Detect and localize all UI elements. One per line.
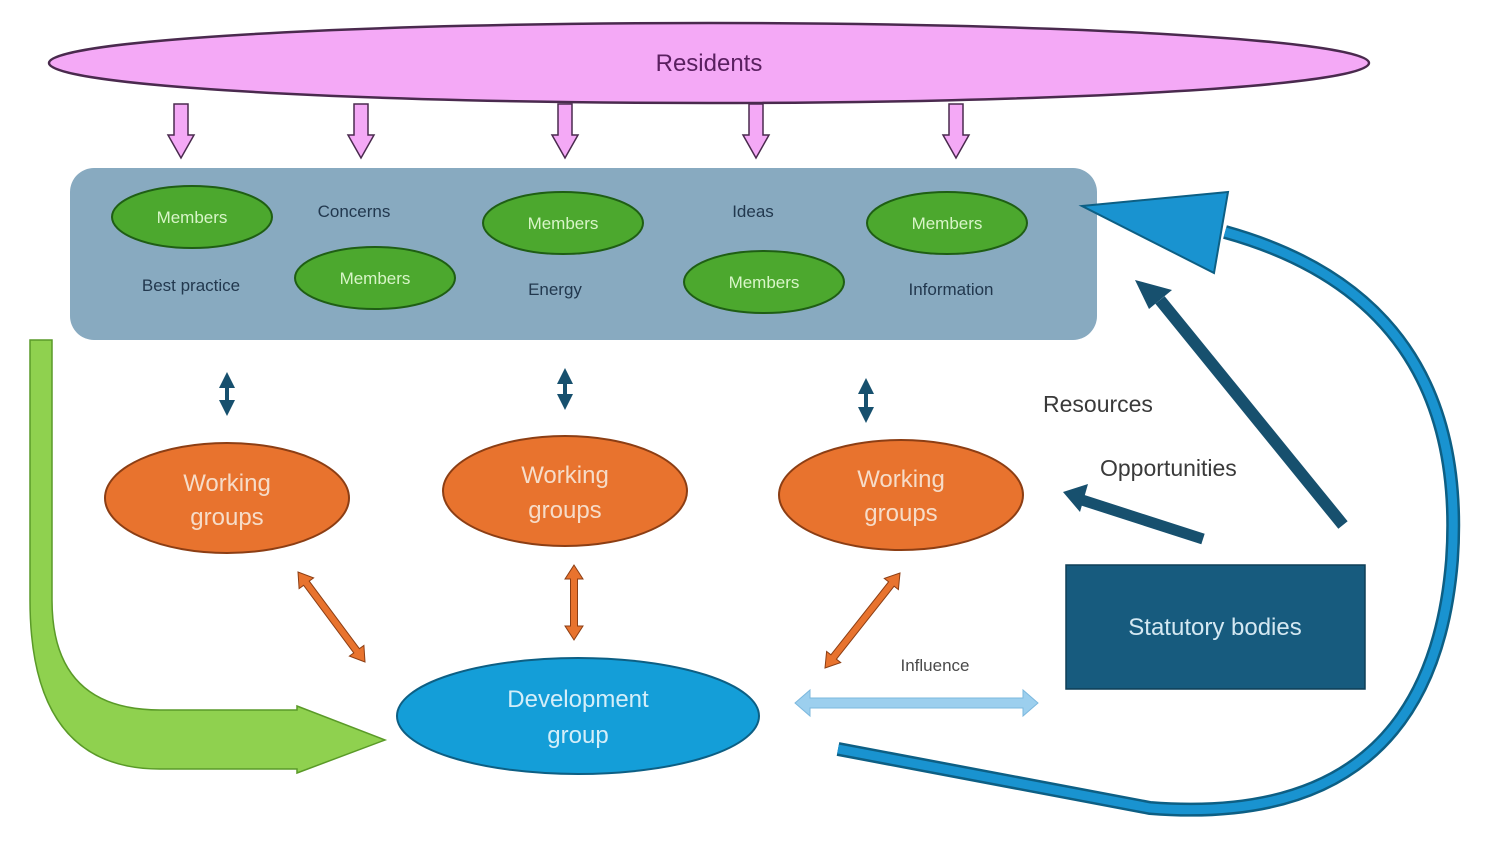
- residents-node: Residents: [47, 21, 1371, 105]
- member-node: Members: [111, 185, 273, 249]
- members-panel: Members Members Members Members Members …: [70, 168, 1097, 340]
- topic-concerns: Concerns: [318, 202, 391, 221]
- topic-information: Information: [908, 280, 993, 299]
- statutory-bodies-label: Statutory bodies: [1128, 614, 1301, 641]
- statutory-bodies-box: [1065, 564, 1366, 690]
- working-group-label-line2: groups: [864, 500, 937, 527]
- working-group-ellipse: [442, 435, 688, 547]
- working-group-node: Working groups: [104, 442, 350, 554]
- topic-best-practice: Best practice: [142, 276, 240, 295]
- member-ellipse: [482, 191, 644, 255]
- feedback-arrow-head: [1078, 190, 1230, 275]
- down-arrow-icon: [346, 103, 376, 160]
- down-arrow-icon: [166, 103, 196, 160]
- working-group-ellipse: [104, 442, 350, 554]
- opportunities-arrow-head: [1063, 484, 1088, 512]
- feedback-curved-arrow: [836, 190, 1461, 817]
- influence-label: Influence: [901, 656, 970, 675]
- development-group-label-line2: group: [547, 722, 608, 749]
- double-arrow-icon: [824, 572, 901, 669]
- member-label: Members: [340, 269, 411, 288]
- member-ellipse: [294, 246, 456, 310]
- development-group-ellipse: [396, 657, 760, 775]
- down-arrow-icon: [741, 103, 771, 160]
- panel-working-group-links: [219, 368, 874, 423]
- working-group-label-line1: Working: [857, 466, 945, 493]
- opportunities-label: Opportunities: [1100, 455, 1237, 481]
- residents-input-arrows: [166, 103, 971, 160]
- working-group-node: Working groups: [778, 439, 1024, 551]
- member-node: Members: [482, 191, 644, 255]
- development-group-node: Development group: [396, 657, 760, 775]
- feedback-arrow-body: [837, 227, 1458, 815]
- working-group-label-line2: groups: [190, 504, 263, 531]
- working-group-label-line2: groups: [528, 497, 601, 524]
- topic-energy: Energy: [528, 280, 582, 299]
- member-label: Members: [912, 214, 983, 233]
- down-arrow-icon: [550, 103, 580, 160]
- member-ellipse: [111, 185, 273, 249]
- member-label: Members: [528, 214, 599, 233]
- member-label: Members: [157, 208, 228, 227]
- resources-arrow-shaft: [1155, 296, 1348, 529]
- influence-double-arrow: [794, 688, 1039, 718]
- development-group-label-line1: Development: [507, 686, 649, 713]
- working-group-ellipse: [778, 439, 1024, 551]
- resources-arrow-head: [1135, 280, 1172, 309]
- resources-arrow: [1135, 280, 1348, 529]
- residents-ellipse: [47, 21, 1371, 105]
- resources-label: Resources: [1043, 391, 1153, 417]
- member-node: Members: [294, 246, 456, 310]
- double-arrow-icon: [297, 571, 366, 663]
- member-ellipse: [683, 250, 845, 314]
- member-node: Members: [866, 191, 1028, 255]
- member-label: Members: [729, 273, 800, 292]
- topic-ideas: Ideas: [732, 202, 774, 221]
- working-group-node: Working groups: [442, 435, 688, 547]
- working-group-development-links: [297, 564, 901, 669]
- statutory-bodies-node: Statutory bodies: [1065, 564, 1366, 690]
- opportunities-arrow: [1063, 484, 1205, 545]
- member-ellipse: [866, 191, 1028, 255]
- member-node: Members: [683, 250, 845, 314]
- residents-label: Residents: [656, 50, 763, 77]
- green-flow-arrow: [29, 339, 388, 775]
- working-group-label-line1: Working: [521, 462, 609, 489]
- working-group-label-line1: Working: [183, 470, 271, 497]
- down-arrow-icon: [941, 103, 971, 160]
- double-arrow-icon: [564, 564, 584, 641]
- opportunities-arrow-shaft: [1080, 494, 1205, 545]
